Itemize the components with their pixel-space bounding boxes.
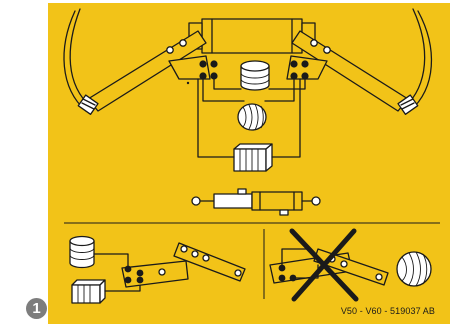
round-bale-small-icon bbox=[69, 235, 95, 269]
square-bale-icon bbox=[233, 143, 273, 172]
square-bale-small-icon bbox=[71, 279, 106, 304]
hydraulic-lines bbox=[197, 75, 306, 158]
frame-body bbox=[201, 18, 303, 54]
round-bale-icon bbox=[240, 60, 270, 91]
linkage-correct bbox=[121, 242, 246, 288]
step-number-badge: 1 bbox=[26, 298, 47, 319]
correct-connection bbox=[69, 235, 246, 304]
wrapped-bale-icon bbox=[237, 103, 267, 131]
clamp-assembly bbox=[63, 8, 433, 216]
left-clamp-arm bbox=[63, 8, 211, 115]
cross-mark-icon bbox=[289, 228, 359, 302]
diagram-panel: .k { stroke: #1a1a1a; stroke-width: 1.3;… bbox=[48, 3, 450, 324]
wrapped-bale-small-icon bbox=[396, 251, 432, 287]
right-clamp-arm bbox=[286, 8, 433, 115]
reference-code-label: V50 - V60 - 519037 AB bbox=[340, 306, 435, 316]
left-arm-bracket bbox=[77, 94, 99, 115]
right-arm-bracket bbox=[397, 94, 419, 115]
hydraulic-cylinder-icon bbox=[191, 188, 321, 216]
incorrect-connection bbox=[269, 228, 432, 302]
